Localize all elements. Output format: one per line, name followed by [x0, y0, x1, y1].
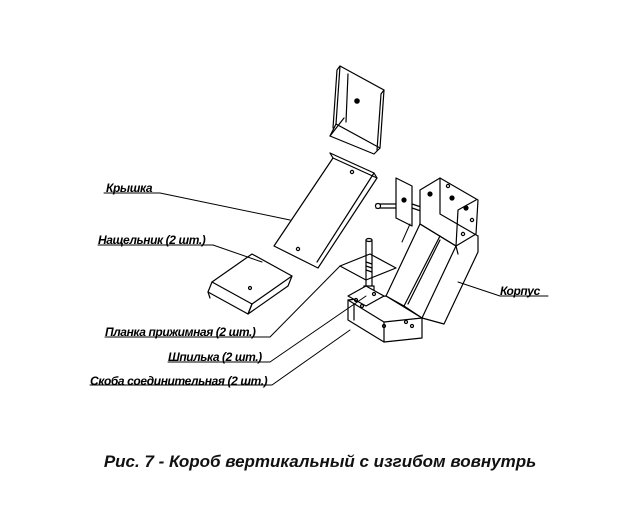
label-latch: Нащельник (2 шт.): [98, 233, 206, 247]
latch-piece: [207, 253, 293, 315]
label-cover: Крышка: [106, 181, 153, 195]
label-clamp-plate: Планка прижимная (2 шт.): [105, 325, 256, 339]
cover-plate: [273, 152, 378, 269]
label-stud: Шпилька (2 шт.): [168, 350, 262, 364]
top-cover-bend: [329, 65, 385, 155]
label-body: Корпус: [500, 284, 540, 298]
label-bracket: Скоба соединительная (2 шт.): [90, 374, 268, 388]
leader-lines: [89, 192, 549, 386]
side-plate-with-stud: [374, 177, 425, 227]
figure-caption: Рис. 7 - Короб вертикальный с изгибом во…: [103, 452, 537, 471]
